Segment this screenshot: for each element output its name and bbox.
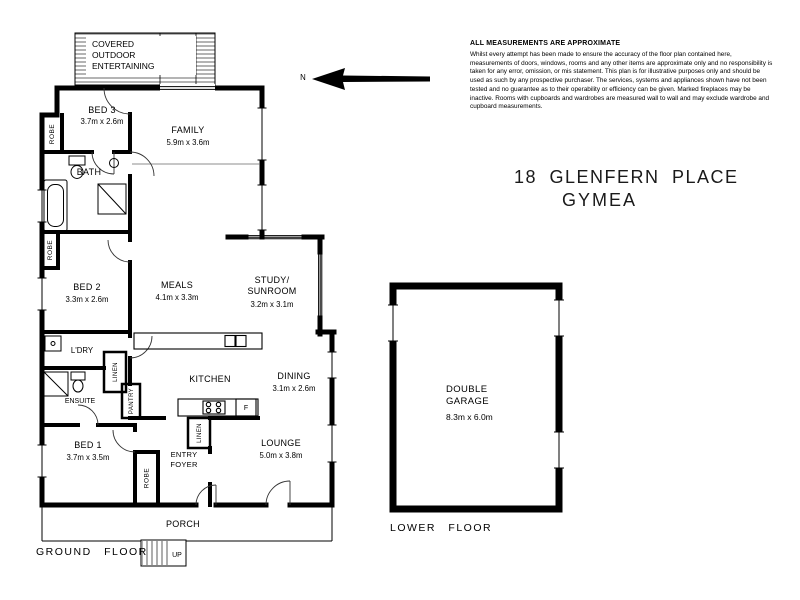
entry-label-line2: FOYER (170, 460, 198, 469)
room-label-meals: MEALS (161, 280, 193, 290)
room-dims-dining: 3.1m x 2.6m (273, 384, 316, 393)
deck-label-bg (86, 36, 196, 75)
north-arrow: N (300, 68, 430, 90)
room-label-ldry: L'DRY (71, 346, 94, 355)
room-label-bed1: BED 1 (74, 440, 102, 450)
ground-floor-label: GROUND FLOOR (36, 546, 148, 558)
pantry-label: PANTRY (129, 388, 135, 414)
fridge-label: F (244, 405, 248, 412)
room-dims-study: 3.2m x 3.1m (251, 300, 294, 309)
north-label: N (300, 73, 306, 82)
room-dims-bed1: 3.7m x 3.5m (67, 453, 110, 462)
room-label-study-line2: SUNROOM (247, 286, 296, 296)
garage-outline (388, 282, 564, 513)
closets (102, 350, 212, 450)
room-label-lounge: LOUNGE (261, 438, 301, 448)
robe-bed2-label: ROBE (47, 240, 54, 261)
linen-entry-label: LINEN (197, 423, 203, 443)
room-labels: COVERED OUTDOOR ENTERTAINING BED 3 3.7m … (47, 39, 493, 529)
disclaimer-body: Whilst every attempt has been made to en… (470, 51, 773, 111)
linen-entry-closet (186, 416, 212, 450)
address-line2: GYMEA (562, 190, 638, 210)
disclaimer-heading: ALL MEASUREMENTS ARE APPROXIMATE (470, 40, 621, 47)
bath-fixtures (43, 155, 127, 232)
disclaimer-block: ALL MEASUREMENTS ARE APPROXIMATE Whilst … (470, 40, 774, 112)
garage-label-line1: DOUBLE (446, 384, 487, 395)
porch-label: PORCH (166, 519, 200, 529)
property-address: 18 GLENFERN PLACE GYMEA (514, 167, 739, 211)
linen-hall-label: LINEN (113, 362, 119, 382)
room-label-bath: BATH (77, 167, 102, 177)
room-label-ensuite: ENSUITE (65, 398, 96, 405)
entry-label-line1: ENTRY (171, 450, 198, 459)
garage-dims: 8.3m x 6.0m (446, 412, 493, 422)
room-label-dining: DINING (277, 371, 310, 381)
room-dims-meals: 4.1m x 3.3m (156, 293, 199, 302)
porch-outline (41, 505, 333, 542)
fridge-space (235, 398, 257, 417)
kitchen-fixtures (133, 332, 263, 417)
doors (77, 87, 291, 506)
room-dims-bed3: 3.7m x 2.6m (81, 117, 124, 126)
robe-bed1-label: ROBE (144, 468, 151, 489)
stairs-up-label: UP (172, 552, 182, 559)
room-label-bed2: BED 2 (73, 282, 101, 292)
room-label-study-line1: STUDY/ (255, 275, 290, 285)
deck-label-line1: COVERED (92, 39, 134, 49)
room-dims-lounge: 5.0m x 3.8m (260, 451, 303, 460)
laundry-fixtures (44, 335, 62, 352)
linen-hall-closet (102, 350, 128, 394)
garage-label-line2: GARAGE (446, 396, 489, 407)
stairs-up: UP (140, 539, 187, 567)
room-label-bed3: BED 3 (88, 105, 116, 115)
room-label-family: FAMILY (171, 125, 204, 135)
room-dims-bed2: 3.3m x 2.6m (66, 295, 109, 304)
room-label-kitchen: KITCHEN (189, 374, 231, 384)
deck-label-line2: OUTDOOR (92, 50, 135, 60)
deck-label-line3: ENTERTAINING (92, 61, 155, 71)
room-dims-family: 5.9m x 3.6m (167, 138, 210, 147)
robe-bed3-label: ROBE (49, 124, 56, 145)
ensuite-fixtures (43, 371, 86, 397)
deck-area (74, 32, 216, 86)
address-line1: 18 GLENFERN PLACE (514, 167, 739, 187)
pantry-closet (120, 382, 142, 420)
windows (37, 86, 337, 478)
lower-floor-label: LOWER FLOOR (390, 522, 492, 534)
